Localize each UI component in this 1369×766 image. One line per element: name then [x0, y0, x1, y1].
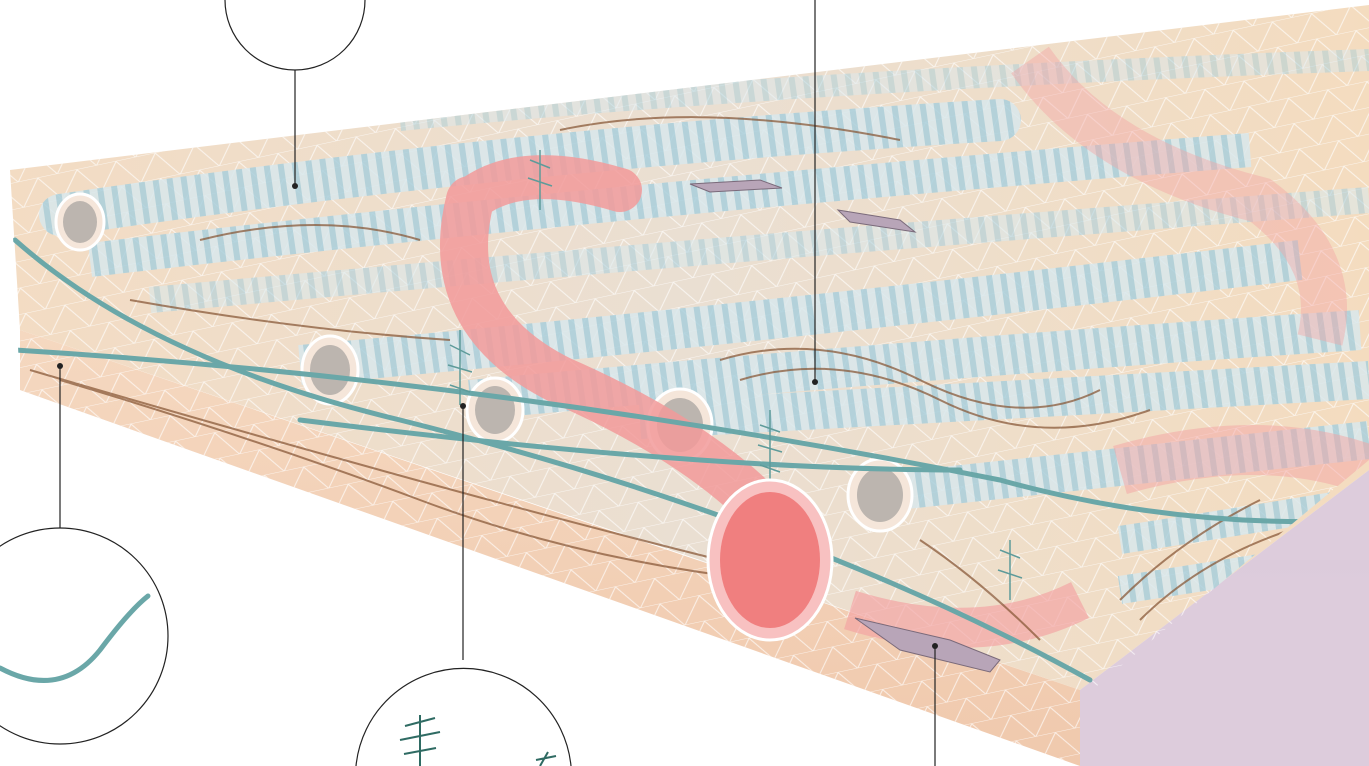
branching-fiber-callout-bottom: [356, 668, 571, 766]
vessel-cross-section: [708, 480, 832, 640]
elastic-fiber-callout-left: [0, 528, 168, 744]
microfibril-callout-top-left: [225, 0, 365, 70]
